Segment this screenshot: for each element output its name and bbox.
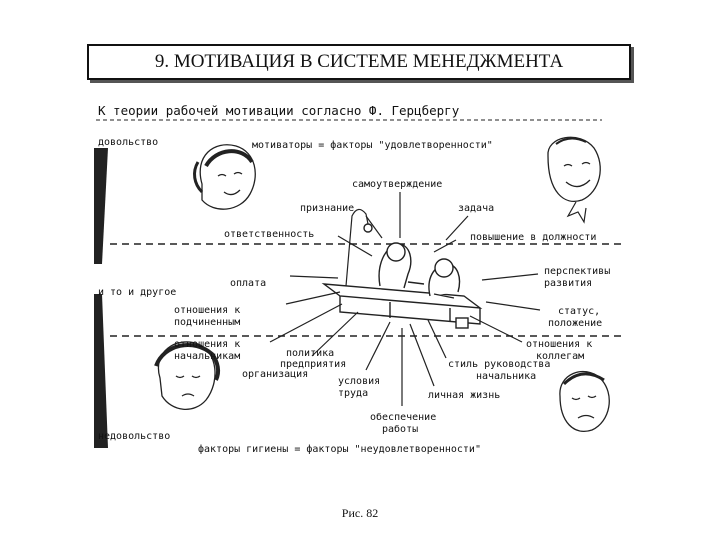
factor-policy-line2: предприятия — [280, 359, 346, 370]
factor-mgmt-style-line1: стиль руководства — [448, 359, 550, 370]
satisfaction-scale-bottom — [94, 294, 108, 448]
satisfaction-scale-top — [94, 148, 108, 264]
herzberg-diagram: К теории рабочей мотивации согласно Ф. Г… — [94, 103, 625, 455]
factor-conditions-line2: труда — [338, 388, 368, 399]
office-desk-illustration — [321, 208, 483, 329]
hygiene-factors-label: факторы гигиены = факторы "неудовлетворе… — [198, 443, 481, 455]
motivators-label: мотиваторы = факторы "удовлетворенности" — [252, 139, 493, 151]
factor-arrows — [269, 192, 541, 406]
both-label: и то и другое — [98, 287, 176, 298]
slide-title: 9. МОТИВАЦИЯ В СИСТЕМЕ МЕНЕДЖМЕНТА — [87, 44, 631, 80]
factor-policy-line1: политика — [286, 348, 334, 359]
factor-colleagues-line2: коллегам — [536, 351, 584, 362]
factor-self-affirmation: самоутверждение — [352, 179, 442, 190]
factor-job-security-line2: работы — [382, 423, 418, 435]
satisfied-man-face-icon — [547, 136, 601, 224]
factor-task: задача — [458, 203, 494, 214]
factor-subordinates-line2: подчиненным — [174, 317, 240, 328]
factor-mgmt-style-line2: начальника — [476, 371, 536, 382]
dissatisfaction-label: недовольство — [98, 431, 170, 442]
factor-status-line2: положение — [548, 318, 602, 329]
factor-job-security-line1: обеспечение — [370, 411, 436, 423]
factor-prospects-line1: перспективы — [544, 266, 610, 277]
satisfied-woman-face-icon — [193, 144, 256, 210]
diagram-heading: К теории рабочей мотивации согласно Ф. Г… — [98, 103, 460, 118]
factor-policy-line3: организация — [242, 369, 308, 380]
factor-subordinates-line1: отношения к — [174, 305, 240, 316]
figure-caption: Рис. 82 — [341, 506, 379, 520]
factor-status-line1: статус, — [558, 306, 600, 317]
factor-colleagues-line1: отношения к — [526, 339, 592, 350]
factor-superiors-line1: отношения к — [174, 339, 240, 350]
factor-personal-life: личная жизнь — [428, 390, 500, 401]
dissatisfied-woman-face-icon — [154, 341, 221, 410]
factor-responsibility: ответственность — [224, 229, 314, 240]
satisfaction-label: довольство — [98, 137, 158, 148]
factor-conditions-line1: условия — [338, 376, 380, 387]
factor-recognition: признание — [300, 203, 354, 214]
factor-promotion: повышение в должности — [470, 232, 596, 243]
dissatisfied-man-face-icon — [559, 370, 610, 432]
factor-superiors-line2: начальникам — [174, 351, 240, 362]
factor-payment: оплата — [230, 278, 266, 289]
factor-prospects-line2: развития — [544, 278, 592, 289]
